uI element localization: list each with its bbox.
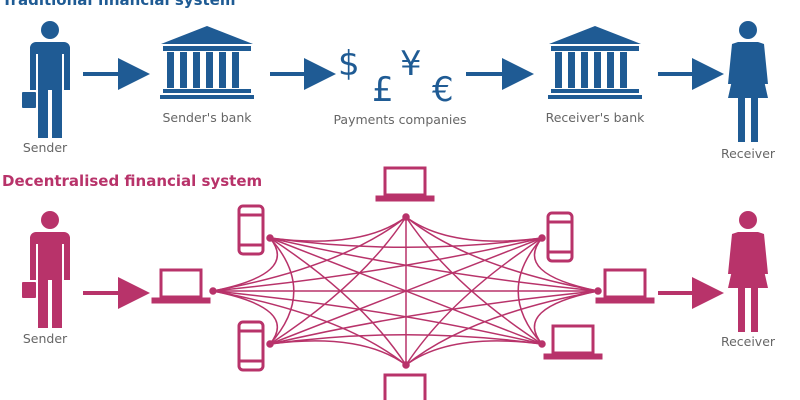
receiver-label: Receiver — [720, 146, 776, 161]
decentralised-title: Decentralised financial system — [2, 172, 263, 190]
network-link — [517, 237, 543, 345]
network-link — [269, 237, 543, 345]
network-link — [269, 216, 407, 242]
phone-icon — [237, 204, 265, 256]
receiver-icon — [728, 21, 768, 142]
network-link — [269, 237, 295, 345]
sender-icon — [22, 21, 70, 138]
receiver-icon — [728, 211, 768, 332]
dollar-symbol: $ — [338, 44, 360, 84]
network-link — [212, 237, 543, 292]
network-link — [212, 290, 543, 345]
laptop-icon — [151, 268, 211, 304]
payments-label: Payments companies — [333, 112, 467, 127]
network-link — [269, 216, 407, 345]
network-link — [269, 290, 599, 345]
sender-label: Sender — [22, 331, 68, 346]
decentralised-flow — [22, 166, 768, 400]
network-mesh — [209, 213, 602, 369]
network-link — [269, 237, 407, 366]
bank-icon — [160, 26, 254, 99]
network-link — [405, 216, 543, 242]
pound-symbol: £ — [372, 70, 394, 110]
receiver-label: Receiver — [720, 334, 776, 349]
bank-icon — [548, 26, 642, 99]
network-link — [212, 290, 279, 345]
network-link — [405, 340, 543, 366]
phone-icon — [237, 320, 265, 372]
laptop-icon — [595, 268, 655, 304]
smartphone-keyboard-icon — [546, 211, 574, 263]
network-link — [269, 237, 599, 292]
receiver-bank-label: Receiver's bank — [545, 110, 645, 125]
traditional-flow — [22, 21, 768, 142]
network-link — [269, 334, 543, 345]
yen-symbol: ¥ — [400, 44, 422, 84]
network-link — [405, 290, 599, 366]
sender-bank-label: Sender's bank — [162, 110, 252, 125]
network-link — [533, 290, 599, 345]
laptop-icon — [543, 324, 603, 360]
laptop-icon — [375, 373, 435, 400]
network-link — [533, 237, 599, 292]
laptop-icon — [375, 166, 435, 202]
network-link — [405, 237, 543, 366]
network-link — [269, 340, 407, 366]
euro-symbol: € — [432, 70, 454, 110]
network-link — [405, 216, 543, 345]
traditional-title: Traditional financial system — [2, 0, 236, 9]
sender-icon — [22, 211, 70, 328]
sender-label: Sender — [22, 140, 68, 155]
